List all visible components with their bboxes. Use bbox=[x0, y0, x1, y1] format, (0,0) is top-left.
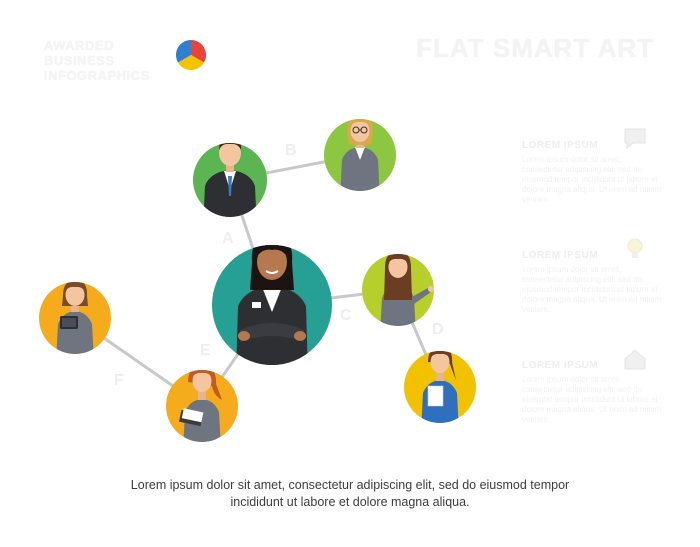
node-label-c: C bbox=[340, 307, 352, 324]
caption: Lorem ipsum dolor sit amet, consectetur … bbox=[0, 477, 700, 511]
info-block-1-text: Lorem ipsum dolor sit amet, consectetur … bbox=[522, 155, 662, 204]
house-icon bbox=[624, 349, 646, 370]
info-block-2-title: LOREM IPSUM bbox=[522, 250, 599, 261]
node-label-e: E bbox=[200, 342, 211, 359]
info-block-2-text: Lorem ipsum dolor sit amet, consectetur … bbox=[522, 265, 662, 314]
node-label-d: D bbox=[432, 321, 444, 338]
info-block-3-text: Lorem ipsum dolor sit amet, consectetur … bbox=[522, 375, 662, 424]
node-label-f: F bbox=[114, 372, 124, 389]
speech-bubble-icon bbox=[624, 128, 646, 150]
node-f-woman-tablet bbox=[39, 282, 111, 354]
page-title: FLAT SMART ART bbox=[416, 33, 654, 63]
businesswoman-icon bbox=[236, 245, 308, 365]
info-block-3-title: LOREM IPSUM bbox=[522, 360, 599, 371]
woman-document-icon bbox=[421, 351, 459, 423]
woman-notebook-icon bbox=[178, 370, 222, 442]
caption-line-1: Lorem ipsum dolor sit amet, consectetur … bbox=[130, 478, 570, 492]
node-e-woman-notebook bbox=[166, 370, 238, 442]
info-block-1: LOREM IPSUM Lorem ipsum dolor sit amet, … bbox=[522, 128, 664, 205]
node-d-woman-document bbox=[404, 351, 476, 423]
brand-text: AWARDED BUSINESS INFOGRAPHICS bbox=[44, 38, 174, 83]
info-block-3: LOREM IPSUM Lorem ipsum dolor sit amet, … bbox=[522, 349, 664, 425]
node-label-b: B bbox=[285, 142, 297, 159]
info-block-1-title: LOREM IPSUM bbox=[522, 140, 599, 151]
caption-line-2: incididunt ut labore et dolore magna ali… bbox=[230, 495, 470, 509]
brand-line-2: INFOGRAPHICS bbox=[44, 68, 150, 83]
info-block-2: LOREM IPSUM Lorem ipsum dolor sit amet, … bbox=[522, 238, 664, 315]
node-label-a: A bbox=[222, 230, 234, 247]
node-b-woman-glasses bbox=[324, 119, 396, 191]
woman-tablet-icon bbox=[56, 282, 94, 354]
node-center-businesswoman bbox=[212, 245, 332, 365]
light-bulb-icon bbox=[627, 238, 643, 258]
woman-pointing-icon bbox=[380, 254, 434, 326]
node-c-woman-pointing bbox=[362, 254, 434, 326]
node-a-businessman bbox=[193, 143, 267, 217]
woman-glasses-icon bbox=[340, 119, 380, 191]
pie-logo-icon bbox=[176, 40, 206, 70]
brand-line-1: AWARDED BUSINESS bbox=[44, 38, 115, 68]
